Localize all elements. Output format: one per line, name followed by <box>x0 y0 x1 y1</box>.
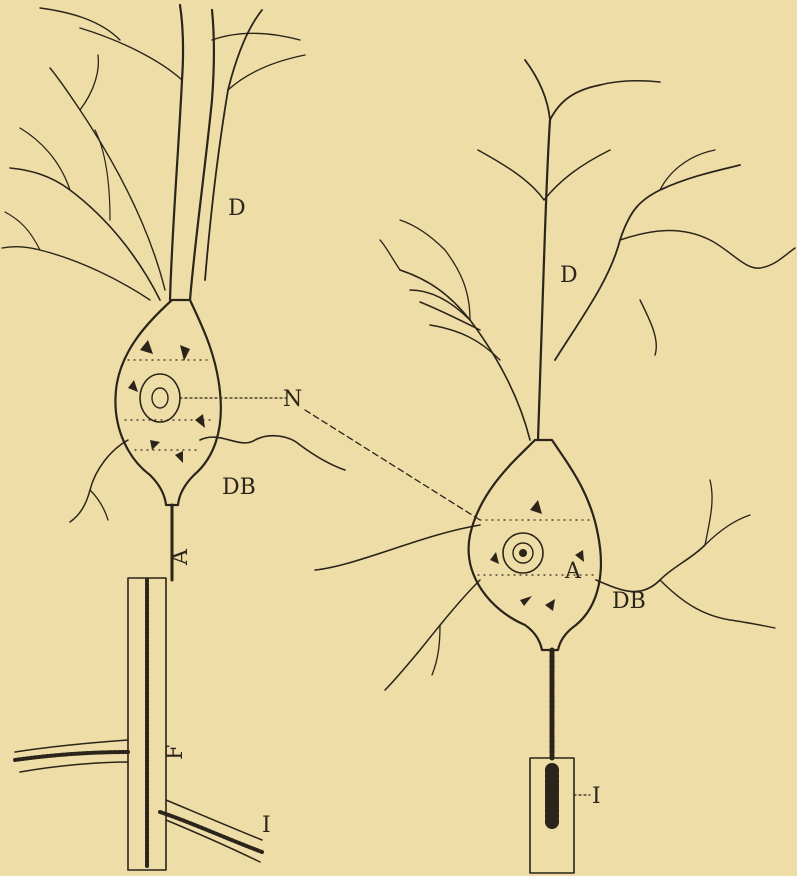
label-db-left: DB <box>222 475 256 500</box>
label-i-right: I <box>592 784 601 809</box>
label-d-left: D <box>228 196 246 221</box>
left-apical-dendrite <box>170 5 183 300</box>
right-soma <box>469 440 601 650</box>
right-neuron: D A DB I <box>315 60 795 873</box>
label-a-right: A <box>564 559 582 584</box>
label-d-right: D <box>560 263 578 288</box>
left-neuron: D N DB A F I <box>2 5 480 870</box>
label-i-left: I <box>262 813 271 838</box>
left-soma <box>115 300 220 505</box>
left-dendrite-branches <box>10 168 160 300</box>
label-n: N <box>283 387 302 412</box>
label-db-right: DB <box>612 589 646 614</box>
left-nucleus <box>140 374 180 422</box>
label-f: F <box>163 745 188 760</box>
right-apical-dendrite <box>538 120 550 440</box>
right-basal-dendrite <box>315 525 480 570</box>
left-basal-dendrite <box>200 436 345 470</box>
label-a-left: A <box>168 548 193 566</box>
